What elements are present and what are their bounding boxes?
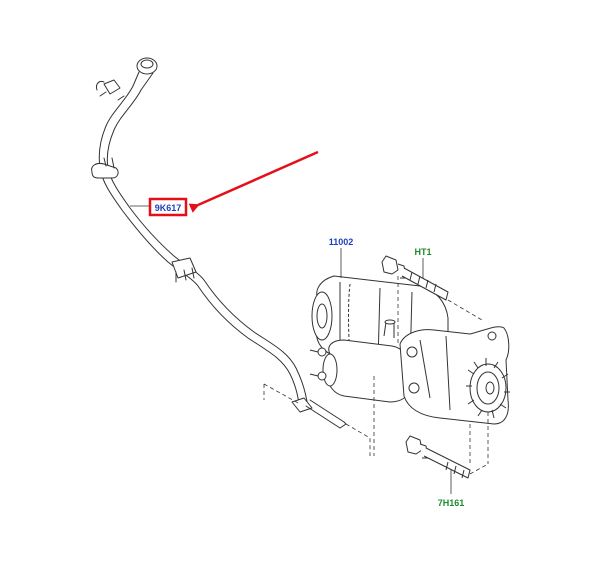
bolt-7h161	[405, 435, 471, 479]
stud-label: HT1	[414, 247, 431, 257]
bolt-leader-lines	[469, 463, 489, 475]
starter-label: 11002	[329, 237, 354, 247]
harness-clip-lower	[171, 257, 197, 283]
callout-stud: HT1	[414, 247, 432, 278]
red-pointer-arrow	[188, 150, 319, 213]
bolt-label: 7H161	[438, 498, 465, 508]
starter-motor	[309, 275, 510, 425]
harness-label: 9K617	[155, 203, 182, 213]
harness-clip-middle	[91, 157, 119, 179]
stud-ht1	[381, 255, 449, 301]
stud-leader-lines	[397, 276, 483, 344]
wiring-harness	[91, 57, 347, 429]
harness-leader-lines	[263, 383, 371, 456]
callout-harness: 9K617	[130, 197, 188, 217]
harness-clip-upper	[96, 79, 125, 101]
starter-leader-lines	[373, 376, 489, 464]
harness-bottom-terminal	[291, 397, 347, 429]
harness-highlight-box	[148, 197, 188, 217]
callout-starter: 11002	[329, 237, 354, 278]
harness-top-connector	[132, 57, 158, 91]
callout-bolt: 7H161	[438, 470, 465, 508]
